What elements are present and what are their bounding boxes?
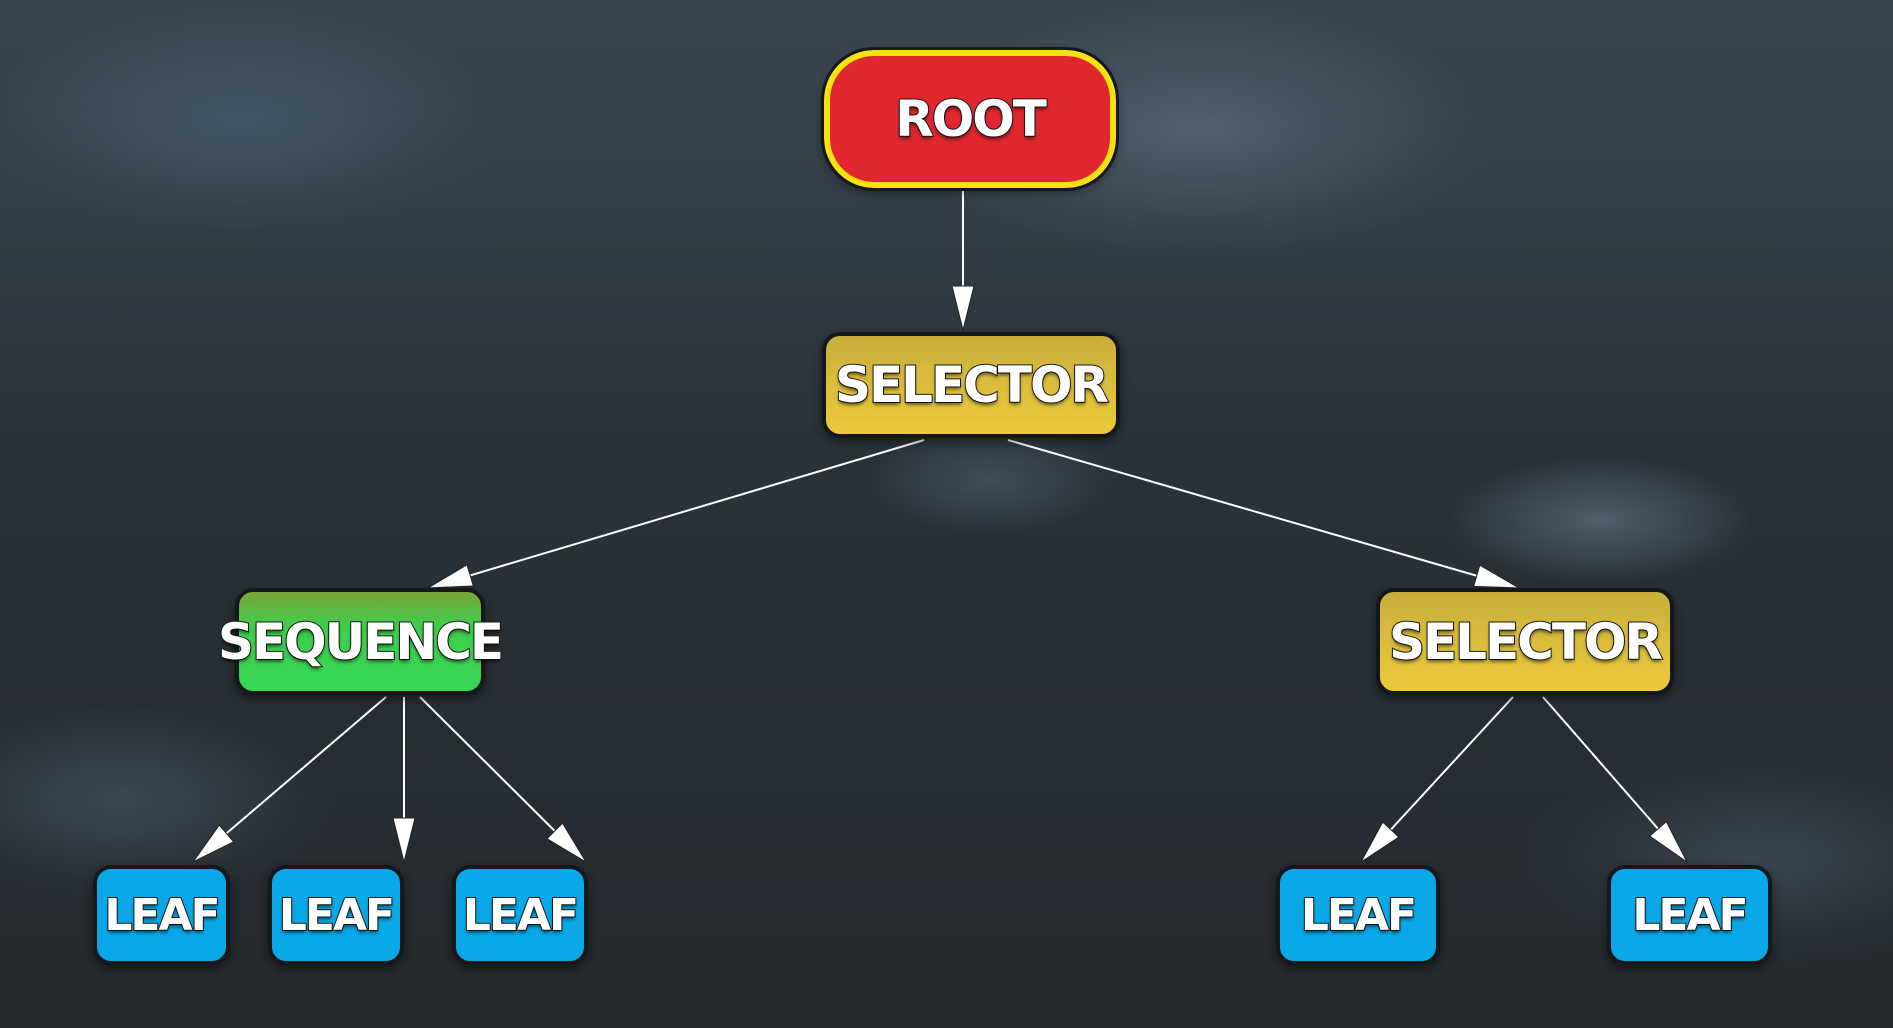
node-leaf-3[interactable]: LEAF — [452, 865, 588, 965]
node-selector-right[interactable]: SELECTOR — [1376, 588, 1674, 695]
edge-sequence-leaf1 — [225, 696, 387, 835]
edge-selector1-sequence — [469, 439, 925, 577]
edge-selector2-leaf4 — [1390, 696, 1514, 831]
node-leaf-4[interactable]: LEAF — [1276, 865, 1440, 965]
edge-selector1-selector2 — [1007, 439, 1478, 577]
edge-sequence-leaf3 — [419, 696, 556, 832]
node-label: LEAF — [103, 889, 221, 942]
node-leaf-1[interactable]: LEAF — [93, 865, 230, 965]
arrowhead-icon — [427, 564, 474, 589]
node-leaf-5[interactable]: LEAF — [1607, 865, 1772, 965]
node-label: ROOT — [894, 89, 1048, 149]
node-label: LEAF — [278, 889, 396, 942]
arrowhead-icon — [951, 285, 975, 331]
arrowhead-icon — [1473, 564, 1520, 589]
node-label: LEAF — [462, 889, 580, 942]
node-root[interactable]: ROOT — [821, 47, 1119, 191]
arrowhead-icon — [546, 822, 587, 863]
node-label: LEAF — [1300, 889, 1418, 942]
node-leaf-2[interactable]: LEAF — [268, 865, 404, 965]
edge-selector2-leaf5 — [1542, 696, 1659, 830]
arrowhead-icon — [1360, 821, 1400, 863]
node-label: SEQUENCE — [217, 612, 505, 672]
node-label: LEAF — [1631, 889, 1749, 942]
node-selector-top[interactable]: SELECTOR — [822, 332, 1120, 438]
node-label: SELECTOR — [834, 355, 1110, 415]
arrowhead-icon — [192, 824, 235, 863]
arrowhead-icon — [1648, 820, 1688, 863]
node-label: SELECTOR — [1388, 612, 1664, 672]
node-sequence[interactable]: SEQUENCE — [217, 588, 505, 695]
arrowhead-icon — [392, 817, 416, 863]
